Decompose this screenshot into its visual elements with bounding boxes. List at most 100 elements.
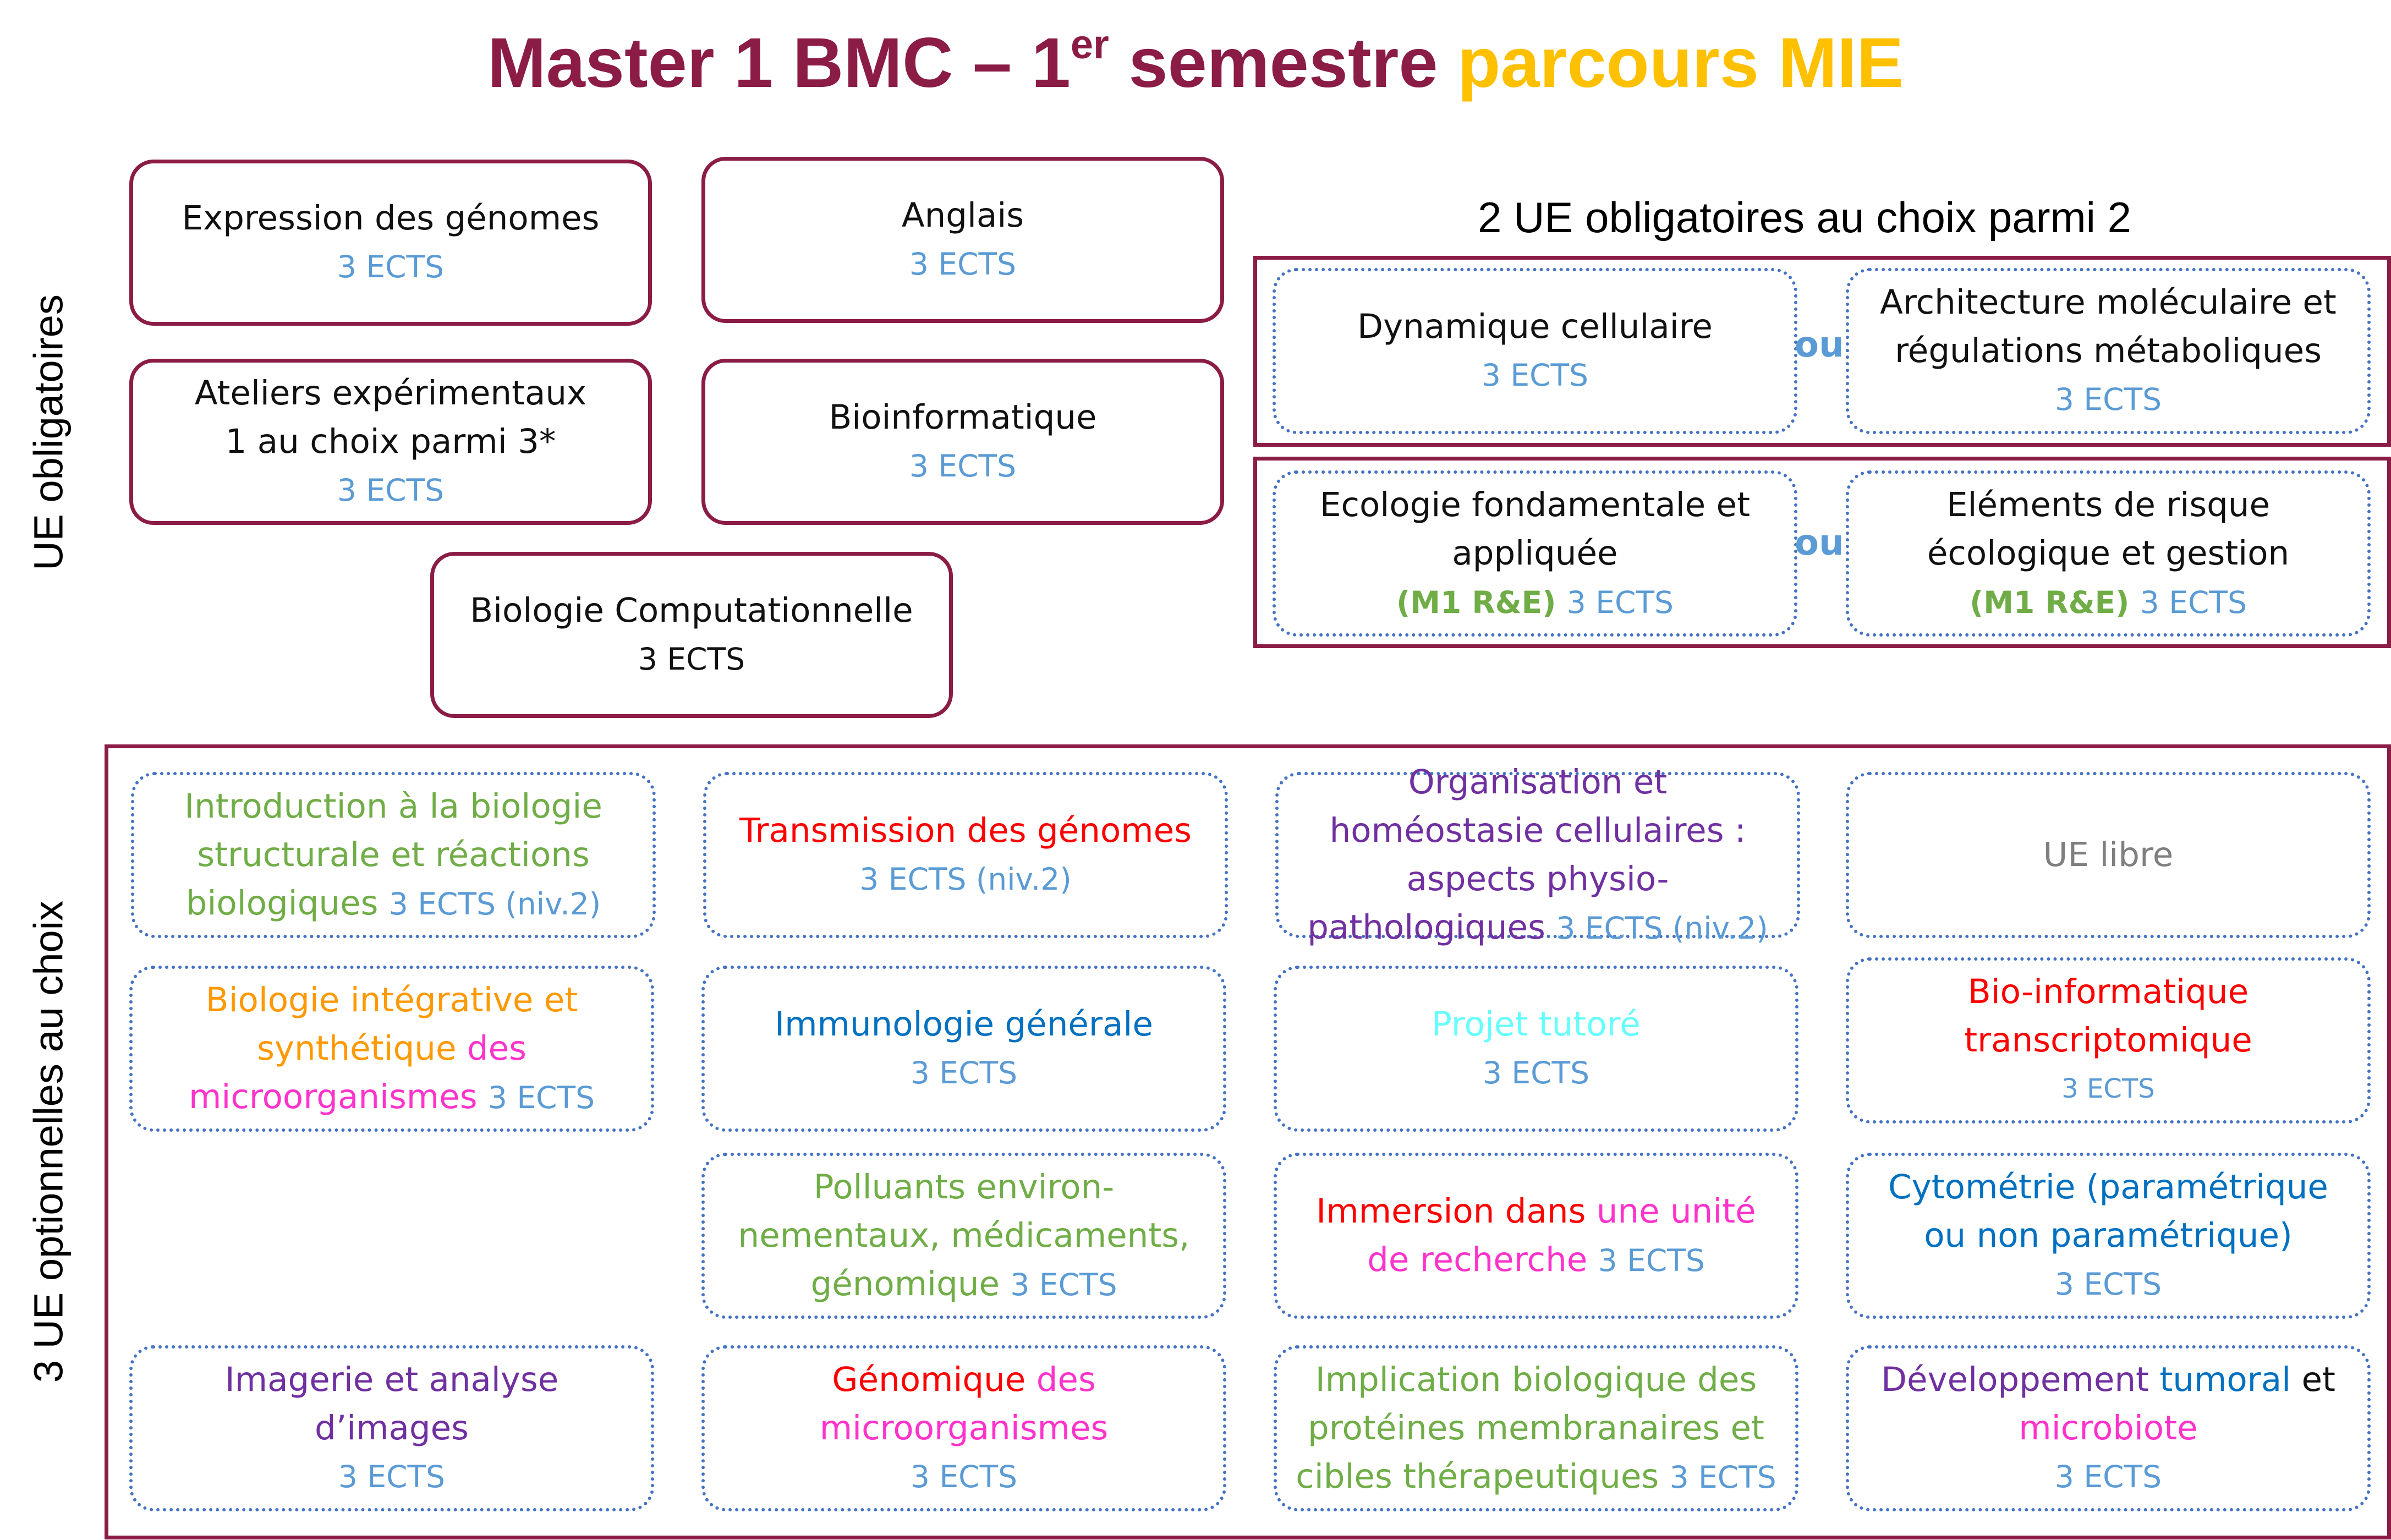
- ue-biologie-integrative: Biologie intégrative et synthétique des …: [129, 966, 654, 1132]
- ue-introduction-biologie-structurale: Introduction à la biologie structurale e…: [131, 772, 656, 938]
- ue-name-line3: biologiques: [185, 883, 379, 923]
- ue-name-line3: microorganismes: [188, 1077, 478, 1116]
- ue-name-line2: nementaux, médicaments,: [738, 1215, 1190, 1255]
- ects-label: 3 ECTS (niv.2): [388, 886, 601, 922]
- ue-polluants-environnementaux: Polluants environ- nementaux, médicament…: [701, 1153, 1226, 1319]
- ects-label: 3 ECTS: [1669, 1459, 1776, 1495]
- optional-side-label: 3 UE optionnelles au choix: [25, 900, 72, 1383]
- ue-name: Expression des génomes: [182, 199, 600, 238]
- ue-name-line2: appliquée: [1452, 533, 1618, 573]
- page-title: Master 1 BMC – 1er semestre parcours MIE: [0, 22, 2391, 105]
- ects-label: 3 ECTS: [2054, 1267, 2162, 1302]
- ue-libre: UE libre: [1846, 772, 2371, 938]
- ue-name-line1: Bio-informatique: [1967, 972, 2249, 1011]
- ects-label: 3 ECTS: [337, 473, 445, 508]
- ects-label: 3 ECTS: [487, 1079, 595, 1115]
- ue-name-part3: et: [2301, 1360, 2335, 1399]
- ue-immunologie-generale: Immunologie générale 3 ECTS: [701, 966, 1226, 1132]
- ects-label: 3 ECTS: [909, 448, 1017, 484]
- ue-name-part1: Génomique: [832, 1360, 1026, 1399]
- program-tag: (M1 R&E): [1970, 584, 2130, 620]
- ue-name-line1-row: Immersion dans une unité: [1316, 1187, 1756, 1236]
- title-main: Master 1 BMC – 1: [487, 24, 1071, 102]
- ue-name-line2-row: de recherche 3 ECTS: [1367, 1236, 1705, 1285]
- ue-name-line3-row: cibles thérapeutiques 3 ECTS: [1296, 1453, 1776, 1501]
- ue-name-line4-row: pathologiques 3 ECTS (niv.2): [1307, 903, 1768, 952]
- ue-credit-line: (M1 R&E) 3 ECTS: [1970, 578, 2247, 627]
- ue-name-line2: structurale et réactions: [197, 835, 590, 874]
- ue-name-part2: une unité: [1596, 1191, 1756, 1231]
- ue-name-line2b: des: [467, 1028, 527, 1068]
- ue-name-line1: Implication biologique des: [1315, 1360, 1757, 1399]
- ects-label: 3 ECTS: [1482, 1055, 1590, 1090]
- ects-label: 3 ECTS: [910, 1459, 1018, 1494]
- program-tag: (M1 R&E): [1396, 584, 1556, 620]
- ects-label: 3 ECTS: [909, 246, 1017, 282]
- ects-label: 3 ECTS: [1481, 358, 1589, 393]
- ue-name-line2: régulations métaboliques: [1895, 331, 2322, 370]
- ue-architecture-moleculaire: Architecture moléculaire et régulations …: [1846, 268, 2371, 434]
- ue-name-line3: génomique: [810, 1264, 1000, 1303]
- ue-name-line3-row: génomique 3 ECTS: [810, 1260, 1117, 1309]
- ue-name-line1-row: Développement tumoral et: [1881, 1356, 2335, 1404]
- mandatory-side-label: UE obligatoires: [25, 294, 72, 571]
- ue-bioinformatique: Bioinformatique 3 ECTS: [701, 359, 1224, 525]
- ects-label: 3 ECTS: [338, 1459, 446, 1494]
- ue-name: Transmission des génomes: [739, 811, 1192, 850]
- ue-genomique-microorganismes: Génomique des microorganismes 3 ECTS: [701, 1345, 1226, 1511]
- ue-ecologie-fondamentale: Ecologie fondamentale et appliquée (M1 R…: [1273, 470, 1797, 637]
- ects-label: 3 ECTS: [1010, 1267, 1117, 1302]
- ue-credit-line: (M1 R&E) 3 ECTS: [1396, 578, 1674, 627]
- ects-label: 3 ECTS: [1566, 584, 1674, 620]
- ue-name-line2: microbiote: [2019, 1409, 2198, 1448]
- ue-developpement-tumoral-microbiote: Développement tumoral et microbiote 3 EC…: [1846, 1345, 2371, 1511]
- choice-group-1: [1253, 256, 2391, 447]
- ue-name-line2: d’images: [315, 1409, 469, 1448]
- choice-heading: 2 UE obligatoires au choix parmi 2: [1478, 193, 2131, 242]
- title-accent: parcours MIE: [1457, 24, 1904, 102]
- ue-name-line2: transcriptomique: [1964, 1021, 2252, 1060]
- ects-label: 3 ECTS (niv.2): [859, 862, 1072, 897]
- ects-label: 3 ECTS: [638, 642, 745, 677]
- or-label-1: ou: [1795, 325, 1844, 365]
- ue-name-part1: Développement: [1881, 1360, 2149, 1399]
- ue-name-line1: Introduction à la biologie: [184, 786, 602, 826]
- ue-name-line1: Organisation et: [1408, 762, 1668, 802]
- ue-name-line2: 1 au choix parmi 3*: [225, 422, 556, 461]
- title-middle: semestre: [1109, 24, 1458, 102]
- ue-name-line1: Ateliers expérimentaux: [194, 374, 587, 413]
- ue-name-line1: Eléments de risque: [1946, 485, 2271, 524]
- choice-group-2: [1253, 457, 2391, 648]
- or-label-2: ou: [1795, 523, 1844, 563]
- ue-name-line1: Architecture moléculaire et: [1880, 283, 2337, 322]
- ue-name-line1: Polluants environ-: [813, 1167, 1115, 1207]
- ue-projet-tutore: Projet tutoré 3 ECTS: [1274, 966, 1798, 1132]
- ue-name: Biologie Computationnelle: [470, 591, 913, 630]
- ue-biologie-computationnelle: Biologie Computationnelle 3 ECTS: [430, 552, 953, 718]
- ue-imagerie-analyse-images: Imagerie et analyse d’images 3 ECTS: [129, 1345, 654, 1511]
- ue-name-line2: ou non paramétrique): [1924, 1216, 2293, 1255]
- ue-name: UE libre: [2043, 835, 2174, 874]
- ue-name-line2: protéines membranaires et: [1308, 1408, 1764, 1448]
- ue-transmission-genomes: Transmission des génomes 3 ECTS (niv.2): [703, 772, 1228, 938]
- ue-bio-informatique-transcriptomique: Bio-informatique transcriptomique 3 ECTS: [1846, 957, 2371, 1124]
- ue-name-line2a: synthétique: [257, 1028, 457, 1068]
- ue-name-line1: Imagerie et analyse: [224, 1360, 559, 1399]
- optional-group: [105, 744, 2391, 1539]
- ue-name-line2-row: synthétique des: [257, 1024, 527, 1073]
- ue-name-part1: Immersion dans: [1316, 1191, 1586, 1231]
- ue-anglais: Anglais 3 ECTS: [701, 157, 1224, 323]
- ue-name: Anglais: [901, 196, 1024, 235]
- ue-name-part2: tumoral: [2159, 1360, 2291, 1399]
- ue-name-line3-row: microorganismes 3 ECTS: [189, 1073, 595, 1122]
- ue-dynamique-cellulaire: Dynamique cellulaire 3 ECTS: [1273, 268, 1797, 434]
- ue-implication-biologique-proteines: Implication biologique des protéines mem…: [1274, 1345, 1798, 1511]
- ue-name-line2: écologique et gestion: [1927, 533, 2290, 573]
- ects-label: 3 ECTS: [2054, 382, 2162, 417]
- ue-name-part2: des: [1036, 1360, 1096, 1399]
- ue-cytometrie: Cytométrie (paramétrique ou non paramétr…: [1846, 1153, 2371, 1319]
- ue-name: Bioinformatique: [829, 398, 1097, 437]
- ue-name-line4: pathologiques: [1307, 907, 1545, 947]
- ects-label: 3 ECTS: [2061, 1073, 2155, 1104]
- ue-expression-genomes: Expression des génomes 3 ECTS: [129, 160, 652, 326]
